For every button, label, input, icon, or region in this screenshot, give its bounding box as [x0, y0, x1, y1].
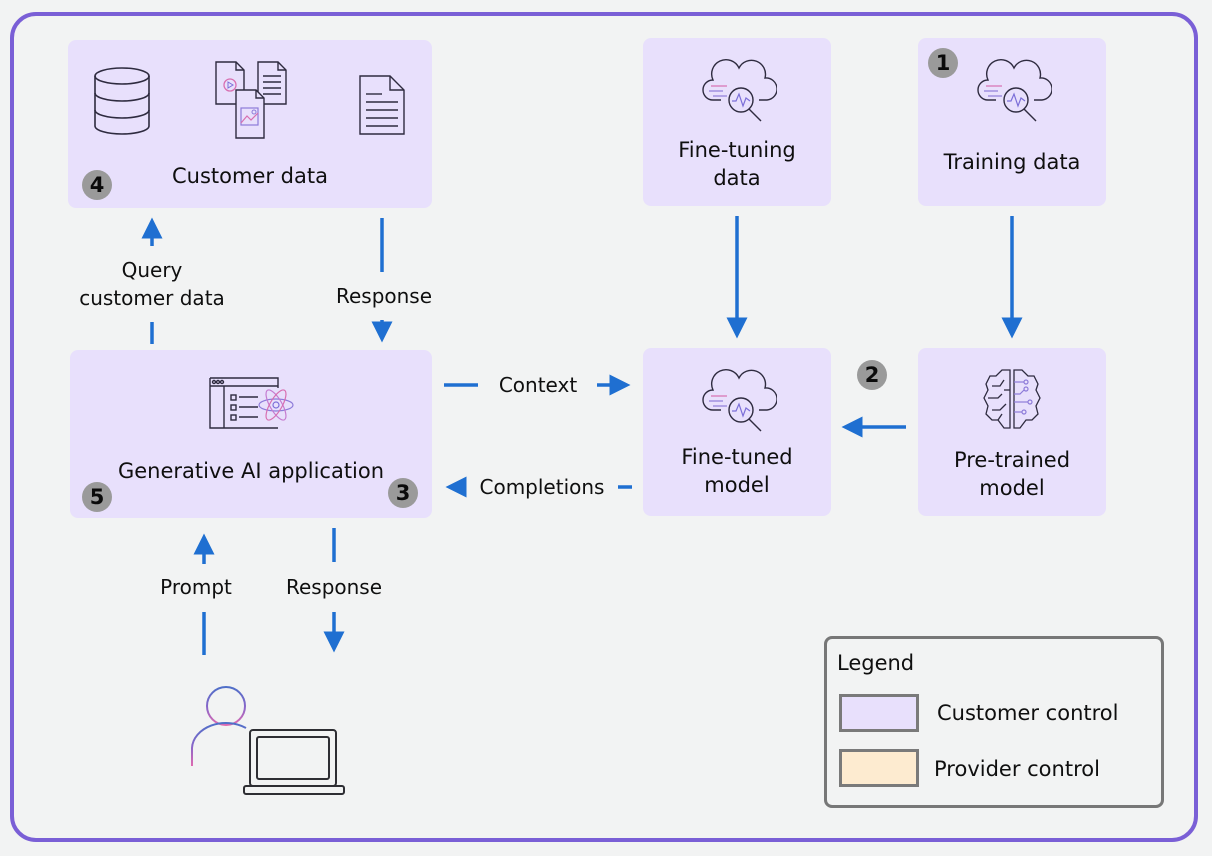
- context-label: Context: [498, 373, 578, 397]
- step-badge-4: 4: [82, 170, 112, 200]
- fine-tuned-model-label-line2: model: [704, 473, 770, 497]
- legend-swatch-provider: [839, 749, 919, 787]
- prompt-label: Prompt: [160, 575, 232, 599]
- pre-trained-model-label-line2: model: [979, 476, 1045, 500]
- user-laptop-icon: [191, 686, 345, 795]
- legend-swatch-customer: [839, 694, 919, 732]
- app-window-atom-icon: [209, 377, 294, 429]
- fine-tuning-data-label-line1: Fine-tuning: [678, 138, 796, 162]
- gen-ai-app-box: Generative AI application 5 3: [70, 350, 432, 518]
- step-badge-3: 3: [388, 478, 418, 508]
- pre-trained-model-label-line1: Pre-trained: [953, 448, 1071, 472]
- legend-label-customer: Customer control: [937, 701, 1119, 725]
- brain-circuit-icon: [983, 369, 1041, 429]
- response-bottom-label: Response: [285, 575, 383, 599]
- query-label-line2: customer data: [79, 286, 225, 310]
- query-label-line1: Query: [121, 258, 183, 282]
- fine-tuned-model-label-line1: Fine-tuned: [681, 445, 793, 469]
- legend: Legend Customer control Provider control: [824, 636, 1164, 808]
- customer-data-box: Customer data 4: [68, 40, 432, 208]
- fine-tuning-data-box: Fine-tuning data: [643, 38, 831, 206]
- media-files-icon: [215, 61, 287, 139]
- training-data-box: Training data 1: [918, 38, 1106, 206]
- gen-ai-app-label: Generative AI application: [117, 459, 385, 483]
- cloud-analytics-icon: [702, 369, 777, 432]
- legend-label-provider: Provider control: [934, 757, 1100, 781]
- step-badge-1: 1: [928, 48, 958, 78]
- pre-trained-model-box: Pre-trained model: [918, 348, 1106, 516]
- database-icon: [94, 67, 150, 135]
- cloud-analytics-icon: [702, 59, 777, 122]
- response-top-label: Response: [335, 284, 433, 308]
- fine-tuning-data-label-line2: data: [713, 166, 761, 190]
- customer-data-label: Customer data: [172, 164, 328, 188]
- legend-title: Legend: [837, 651, 915, 675]
- cloud-analytics-icon: [977, 59, 1052, 122]
- training-data-label: Training data: [943, 150, 1081, 174]
- completions-label: Completions: [479, 475, 605, 499]
- document-icon: [359, 75, 405, 135]
- step-badge-5: 5: [82, 482, 112, 512]
- step-badge-2: 2: [857, 360, 887, 390]
- fine-tuned-model-box: Fine-tuned model: [643, 348, 831, 516]
